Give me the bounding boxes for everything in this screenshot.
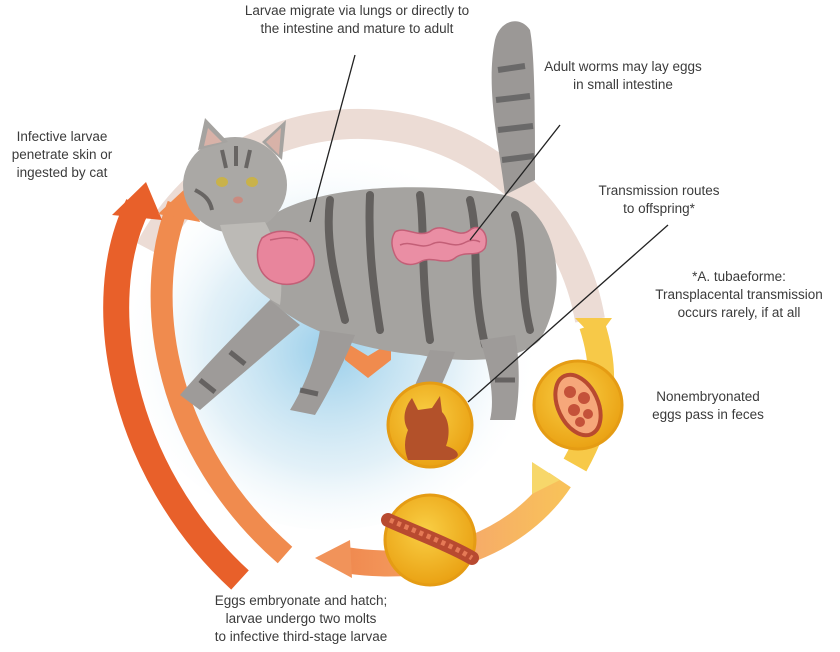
- label-infective-larvae: Infective larvae penetrate skin or inges…: [11, 129, 113, 180]
- pointer-line-larvae: [309, 54, 356, 223]
- arrow-right-bottom-icon: [532, 462, 560, 494]
- label-nonembryonated: Nonembryonated eggs pass in feces: [652, 389, 764, 422]
- label-transmission-routes: Transmission routes to offspring*: [598, 183, 720, 216]
- kitten-icon: [404, 396, 458, 460]
- arrow-left-outer-icon: [112, 182, 162, 220]
- arrow-lower-icon: [315, 540, 352, 578]
- intestine-icon: [391, 226, 487, 266]
- egg-stage: [532, 359, 624, 451]
- larva-stage: [381, 493, 479, 587]
- heart-lung-icon: [256, 230, 315, 286]
- cycle-arc-left-inner: [150, 200, 293, 564]
- label-larvae-migrate: Larvae migrate via lungs or directly to …: [244, 3, 470, 36]
- pointer-line-adult: [469, 124, 561, 241]
- label-tubaeforme-note: *A. tubaeforme: Transplacental transmiss…: [655, 269, 823, 320]
- label-eggs-embryonate: Eggs embryonate and hatch; larvae underg…: [214, 593, 388, 644]
- kitten-stage: [386, 381, 474, 469]
- cycle-arc-left-outer: [103, 199, 249, 590]
- pointer-line-transmission: [467, 224, 669, 403]
- label-adult-worms: Adult worms may lay eggs in small intest…: [544, 59, 702, 92]
- arrow-down-icon: [345, 342, 391, 378]
- arrow-right-top-icon: [575, 318, 612, 340]
